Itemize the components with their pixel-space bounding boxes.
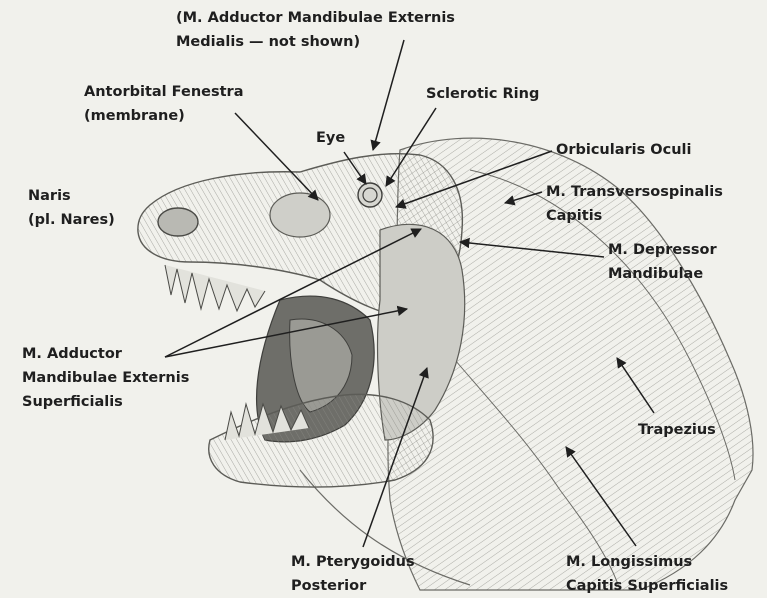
eye-sketch: [358, 183, 382, 207]
label-line: Sclerotic Ring: [426, 82, 539, 106]
label-line: Orbicularis Oculi: [556, 138, 691, 162]
label-line: (membrane): [84, 104, 243, 128]
label-transversospinalis: M. Transversospinalis Capitis: [546, 180, 723, 228]
label-line: M. Depressor: [608, 238, 717, 262]
label-line: M. Pterygoidus: [291, 550, 415, 574]
label-line: Eye: [316, 126, 345, 150]
label-adductor-medialis: (M. Adductor Mandibulae Externis Mediali…: [176, 6, 455, 54]
label-line: Medialis — not shown): [176, 30, 455, 54]
label-longissimus: M. Longissimus Capitis Superficialis: [566, 550, 728, 598]
label-depressor-mandibulae: M. Depressor Mandibulae: [608, 238, 717, 286]
label-line: Posterior: [291, 574, 415, 598]
label-line: (M. Adductor Mandibulae Externis: [176, 6, 455, 30]
label-line: Mandibulae Externis: [22, 366, 189, 390]
upper-teeth: [165, 265, 265, 311]
label-naris: Naris (pl. Nares): [28, 184, 115, 232]
label-line: Superficialis: [22, 390, 189, 414]
label-sclerotic-ring: Sclerotic Ring: [426, 82, 539, 106]
label-line: (pl. Nares): [28, 208, 115, 232]
label-line: M. Longissimus: [566, 550, 728, 574]
lower-jaw: [209, 394, 433, 487]
label-eye: Eye: [316, 126, 345, 150]
label-line: Trapezius: [638, 418, 716, 442]
label-adductor-superficialis: M. Adductor Mandibulae Externis Superfic…: [22, 342, 189, 414]
antorbital-fenestra-sketch: [270, 193, 330, 237]
label-line: Capitis Superficialis: [566, 574, 728, 598]
label-orbicularis-oculi: Orbicularis Oculi: [556, 138, 691, 162]
label-line: M. Transversospinalis: [546, 180, 723, 204]
pointer-adductor-medialis: [373, 40, 404, 150]
label-line: Antorbital Fenestra: [84, 80, 243, 104]
label-trapezius: Trapezius: [638, 418, 716, 442]
label-antorbital-fenestra: Antorbital Fenestra (membrane): [84, 80, 243, 128]
label-line: Naris: [28, 184, 115, 208]
label-line: M. Adductor: [22, 342, 189, 366]
naris-sketch: [158, 208, 198, 236]
label-line: Capitis: [546, 204, 723, 228]
label-pterygoidus-posterior: M. Pterygoidus Posterior: [291, 550, 415, 598]
label-line: Mandibulae: [608, 262, 717, 286]
